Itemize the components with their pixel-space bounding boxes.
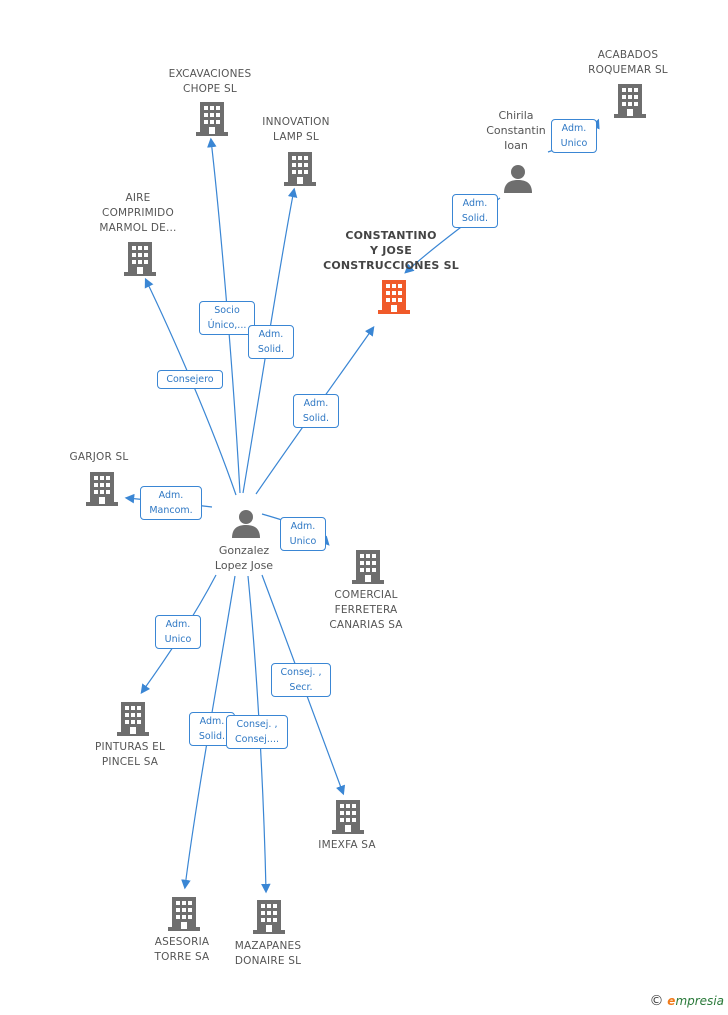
edge-label-adm-unico-pinturas: Adm. Unico: [155, 615, 201, 649]
node-label-garjor[interactable]: GARJOR SL: [69, 451, 129, 463]
building-icon: [614, 84, 646, 118]
person-label-gonzalez[interactable]: Gonzalez Lopez Jose: [214, 544, 274, 572]
person-icon: [504, 165, 532, 193]
edge-innovation: [242, 187, 298, 494]
node-label-acabados[interactable]: ACABADOS ROQUEMAR SL: [588, 49, 668, 76]
brand-name: mpresia: [675, 994, 724, 1008]
building-icon: [86, 472, 118, 506]
person-label-chirila[interactable]: Chirila Constantin Ioan: [486, 109, 546, 152]
edge-label-consej-secr: Consej. , Secr.: [271, 663, 331, 697]
edge-label-socio: Socio Único,...: [199, 301, 255, 335]
node-label-asesoria[interactable]: ASESORIA TORRE SA: [154, 936, 210, 963]
person-icon: [232, 510, 260, 538]
node-label-aire[interactable]: AIRE COMPRIMIDO MARMOL DE...: [99, 192, 177, 234]
building-icon: [332, 800, 364, 834]
edge-label-adm-unico-acabados: Adm. Unico: [551, 119, 597, 153]
edge-label-adm-mancom: Adm. Mancom.: [140, 486, 202, 520]
edge-label-adm-solid-constantino: Adm. Solid.: [293, 394, 339, 428]
node-label-excavaciones[interactable]: EXCAVACIONES CHOPE SL: [168, 68, 252, 95]
building-icon: [284, 152, 316, 186]
copyright-symbol: ©: [649, 993, 664, 1009]
node-label-mazapanes[interactable]: MAZAPANES DONAIRE SL: [234, 940, 302, 967]
building-icon: [352, 550, 384, 584]
brand-e: e: [667, 994, 676, 1008]
building-icon: [253, 900, 285, 934]
focus-building-icon: [378, 280, 410, 314]
node-label-innovation[interactable]: INNOVATION LAMP SL: [262, 116, 330, 143]
brand-logo: © empresia: [649, 993, 724, 1009]
node-label-imexfa[interactable]: IMEXFA SA: [318, 839, 376, 851]
edge-label-adm-solid-chirila: Adm. Solid.: [452, 194, 498, 228]
building-icon: [117, 702, 149, 736]
node-label-constantino[interactable]: CONSTANTINO Y JOSE CONSTRUCCIONES SL: [323, 229, 459, 272]
building-icon: [124, 242, 156, 276]
edge-label-consejero: Consejero: [157, 370, 223, 389]
node-label-comercial[interactable]: COMERCIAL FERRETERA CANARIAS SA: [329, 589, 403, 631]
node-label-pinturas[interactable]: PINTURAS EL PINCEL SA: [94, 741, 166, 768]
edge-excavaciones: [207, 137, 241, 494]
edge-label-consej-consej: Consej. , Consej....: [226, 715, 288, 749]
building-icon: [196, 102, 228, 136]
edge-label-adm-solid-innovation: Adm. Solid.: [248, 325, 294, 359]
building-icon: [168, 897, 200, 931]
edge-label-adm-unico-comercial: Adm. Unico: [280, 517, 326, 551]
